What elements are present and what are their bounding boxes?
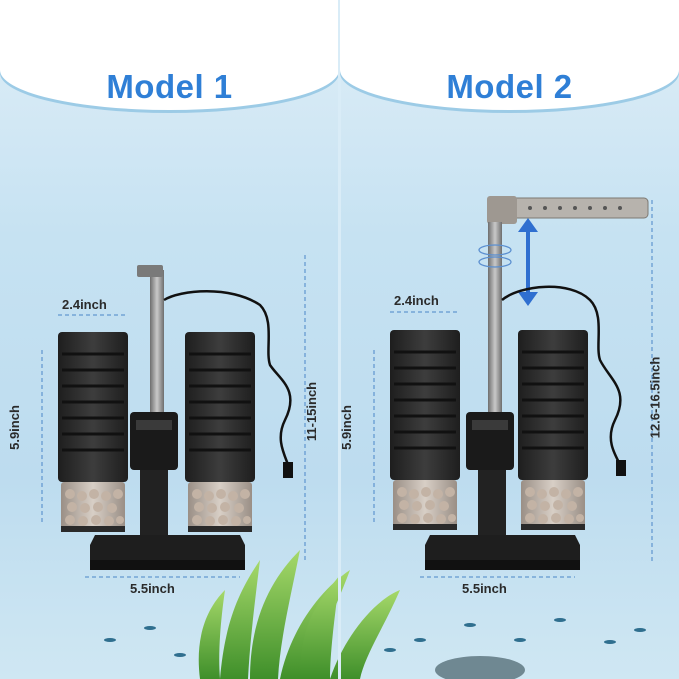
panel-divider: [338, 0, 341, 679]
model-1-total-height: 11-15inch: [304, 381, 320, 442]
height-adjust-arrow: [518, 218, 538, 306]
model-1-sponge-height: 5.9inch: [6, 405, 22, 450]
model-2-header: [340, 0, 679, 110]
model-2-base-width: 5.5inch: [462, 581, 507, 596]
model-1-top-width: 2.4inch: [62, 297, 107, 312]
plants: [198, 550, 525, 679]
model-1-filter: [41, 255, 306, 578]
model-1-base-width: 5.5inch: [130, 581, 175, 596]
model-2-total-height: 12.6-16.5inch: [647, 356, 663, 439]
fish: [104, 618, 646, 657]
model-2-top-width: 2.4inch: [394, 293, 439, 308]
model-2-title: Model 2: [446, 68, 573, 105]
model-2-panel: Model 2 2.4inch 5.9inch 12.6-16.5inch 5.…: [338, 0, 679, 679]
model-2-sponge-height: 5.9inch: [338, 405, 354, 450]
model-2-filter: [373, 196, 653, 578]
model-1-panel: Model 1 2.4inch 5.9inch 11-15inch 5.5inc…: [0, 0, 339, 679]
model-1-header: [0, 0, 339, 110]
model-1-title: Model 1: [106, 68, 233, 105]
